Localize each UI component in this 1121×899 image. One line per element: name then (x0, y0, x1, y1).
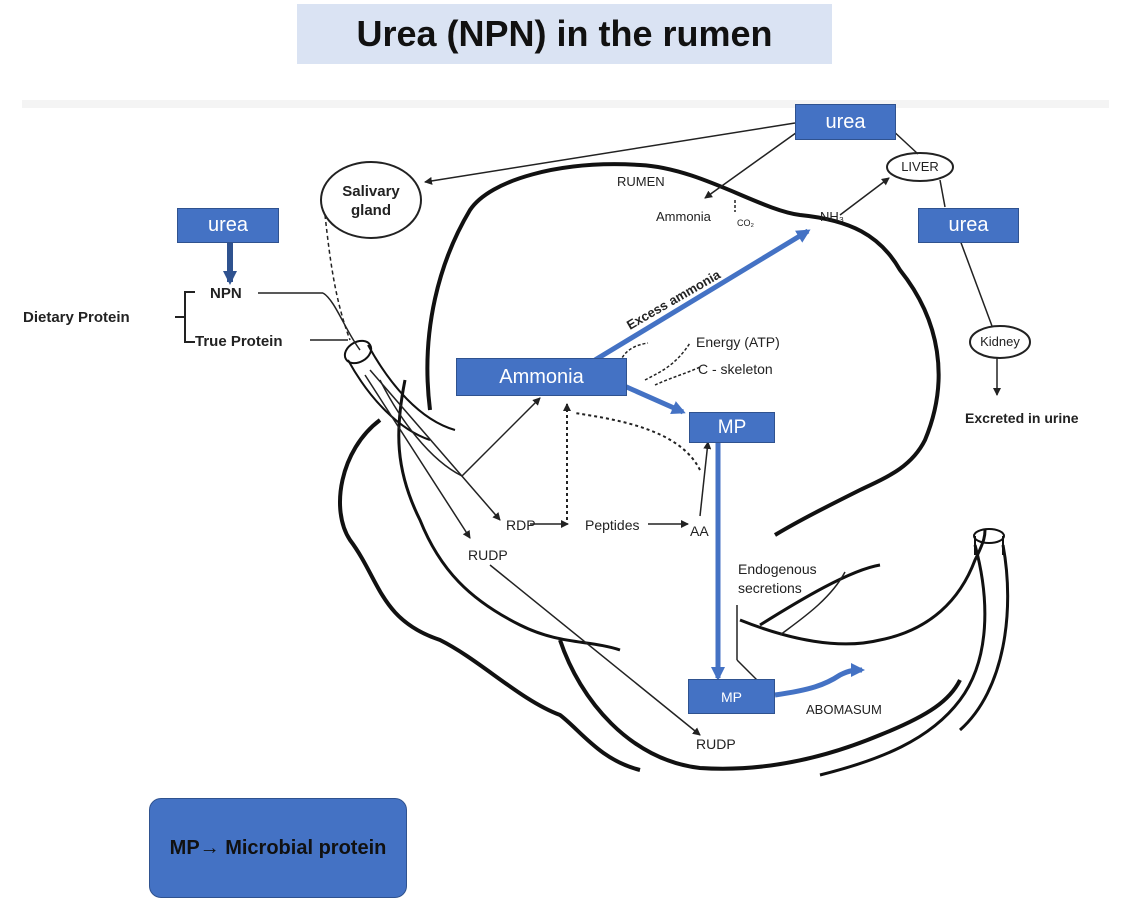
label-endogenous: Endogenous (738, 561, 817, 577)
rumen-lower-outline (338, 418, 641, 772)
urea-box-left: urea (177, 208, 279, 243)
abomasum-upper (739, 529, 987, 646)
label-energy: Energy (ATP) (696, 334, 780, 350)
label-excess-ammonia: Excess ammonia (624, 266, 724, 332)
rumen-outline (425, 162, 941, 537)
ammonia-box: Ammonia (456, 358, 627, 396)
reticulum-outline (397, 379, 621, 652)
intestine-opening (973, 528, 1005, 544)
urea-box-top: urea (795, 104, 896, 140)
image-top-band (22, 100, 1109, 108)
label-rumen: RUMEN (617, 174, 665, 189)
label-rudp-bottom: RUDP (696, 736, 736, 752)
label-rdp: RDP (506, 517, 536, 533)
kidney-shape (969, 325, 1031, 359)
abomasum-outline (558, 639, 962, 771)
label-rudp-top: RUDP (468, 547, 508, 563)
omasum-curve (759, 563, 881, 627)
label-true-protein: True Protein (195, 333, 283, 350)
legend-text: MP→ Microbial protein (169, 837, 387, 859)
label-npn: NPN (210, 285, 242, 302)
legend-box: MP→ Microbial protein (149, 798, 407, 898)
label-liver: LIVER (901, 159, 939, 174)
label-ammonia-small: Ammonia (656, 209, 712, 224)
intestine-tube (819, 544, 987, 777)
label-abomasum: ABOMASUM (806, 702, 882, 717)
salivary-gland-shape (320, 161, 422, 239)
page-title: Urea (NPN) in the rumen (356, 13, 773, 54)
label-peptides: Peptides (585, 517, 639, 533)
label-nh3: NH₃ (820, 209, 844, 224)
title-banner: Urea (NPN) in the rumen (297, 4, 832, 64)
label-aa: AA (690, 523, 709, 539)
mp-box-center: MP (689, 412, 775, 443)
label-excreted: Excreted in urine (965, 410, 1079, 426)
urea-box-right: urea (918, 208, 1019, 243)
label-c-skeleton: C - skeleton (698, 361, 773, 377)
liver-shape (886, 152, 954, 182)
label-co2: CO₂ (737, 218, 755, 228)
label-dietary-protein: Dietary Protein (23, 309, 130, 326)
label-kidney: Kidney (980, 334, 1020, 349)
label-salivary: Salivary (342, 183, 400, 200)
label-gland: gland (351, 202, 391, 219)
mp-box-bottom: MP (688, 679, 775, 714)
label-secretions: secretions (738, 580, 802, 596)
esophagus-opening (343, 339, 373, 365)
